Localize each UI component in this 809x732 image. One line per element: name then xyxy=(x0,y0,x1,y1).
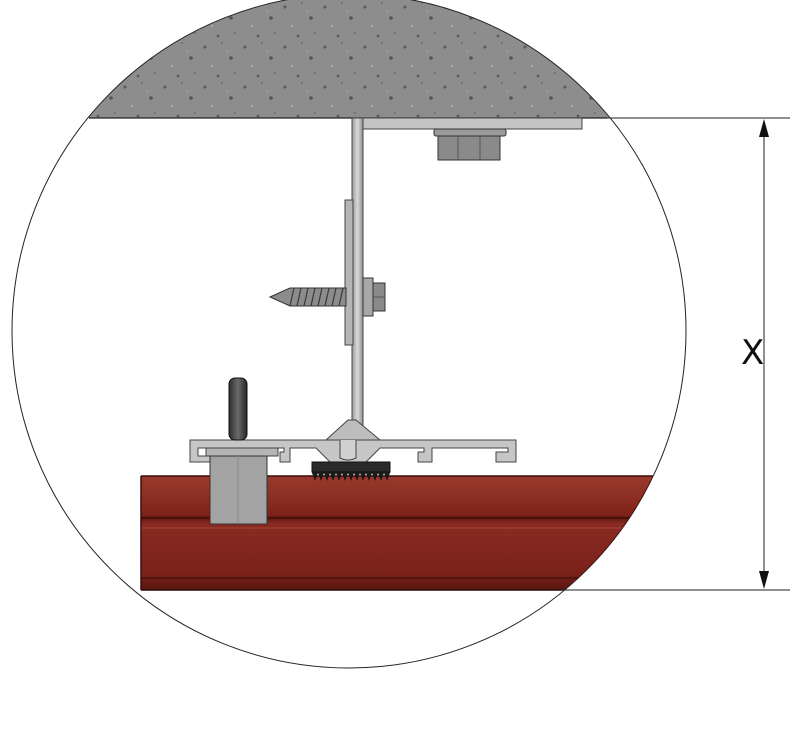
screw-icon xyxy=(268,277,386,317)
cladding-panel xyxy=(141,475,660,591)
hanger-bracket xyxy=(344,117,583,439)
carrier-rail xyxy=(189,419,517,463)
hex-bolt-icon xyxy=(433,128,507,161)
dimension-label: X xyxy=(741,333,764,373)
concrete-ceiling xyxy=(12,0,686,118)
spring-clip-icon xyxy=(205,447,279,525)
gasket-icon xyxy=(311,461,391,481)
dimension-x xyxy=(560,117,790,591)
threaded-stud-icon xyxy=(228,377,248,441)
detail-circle xyxy=(11,0,687,669)
